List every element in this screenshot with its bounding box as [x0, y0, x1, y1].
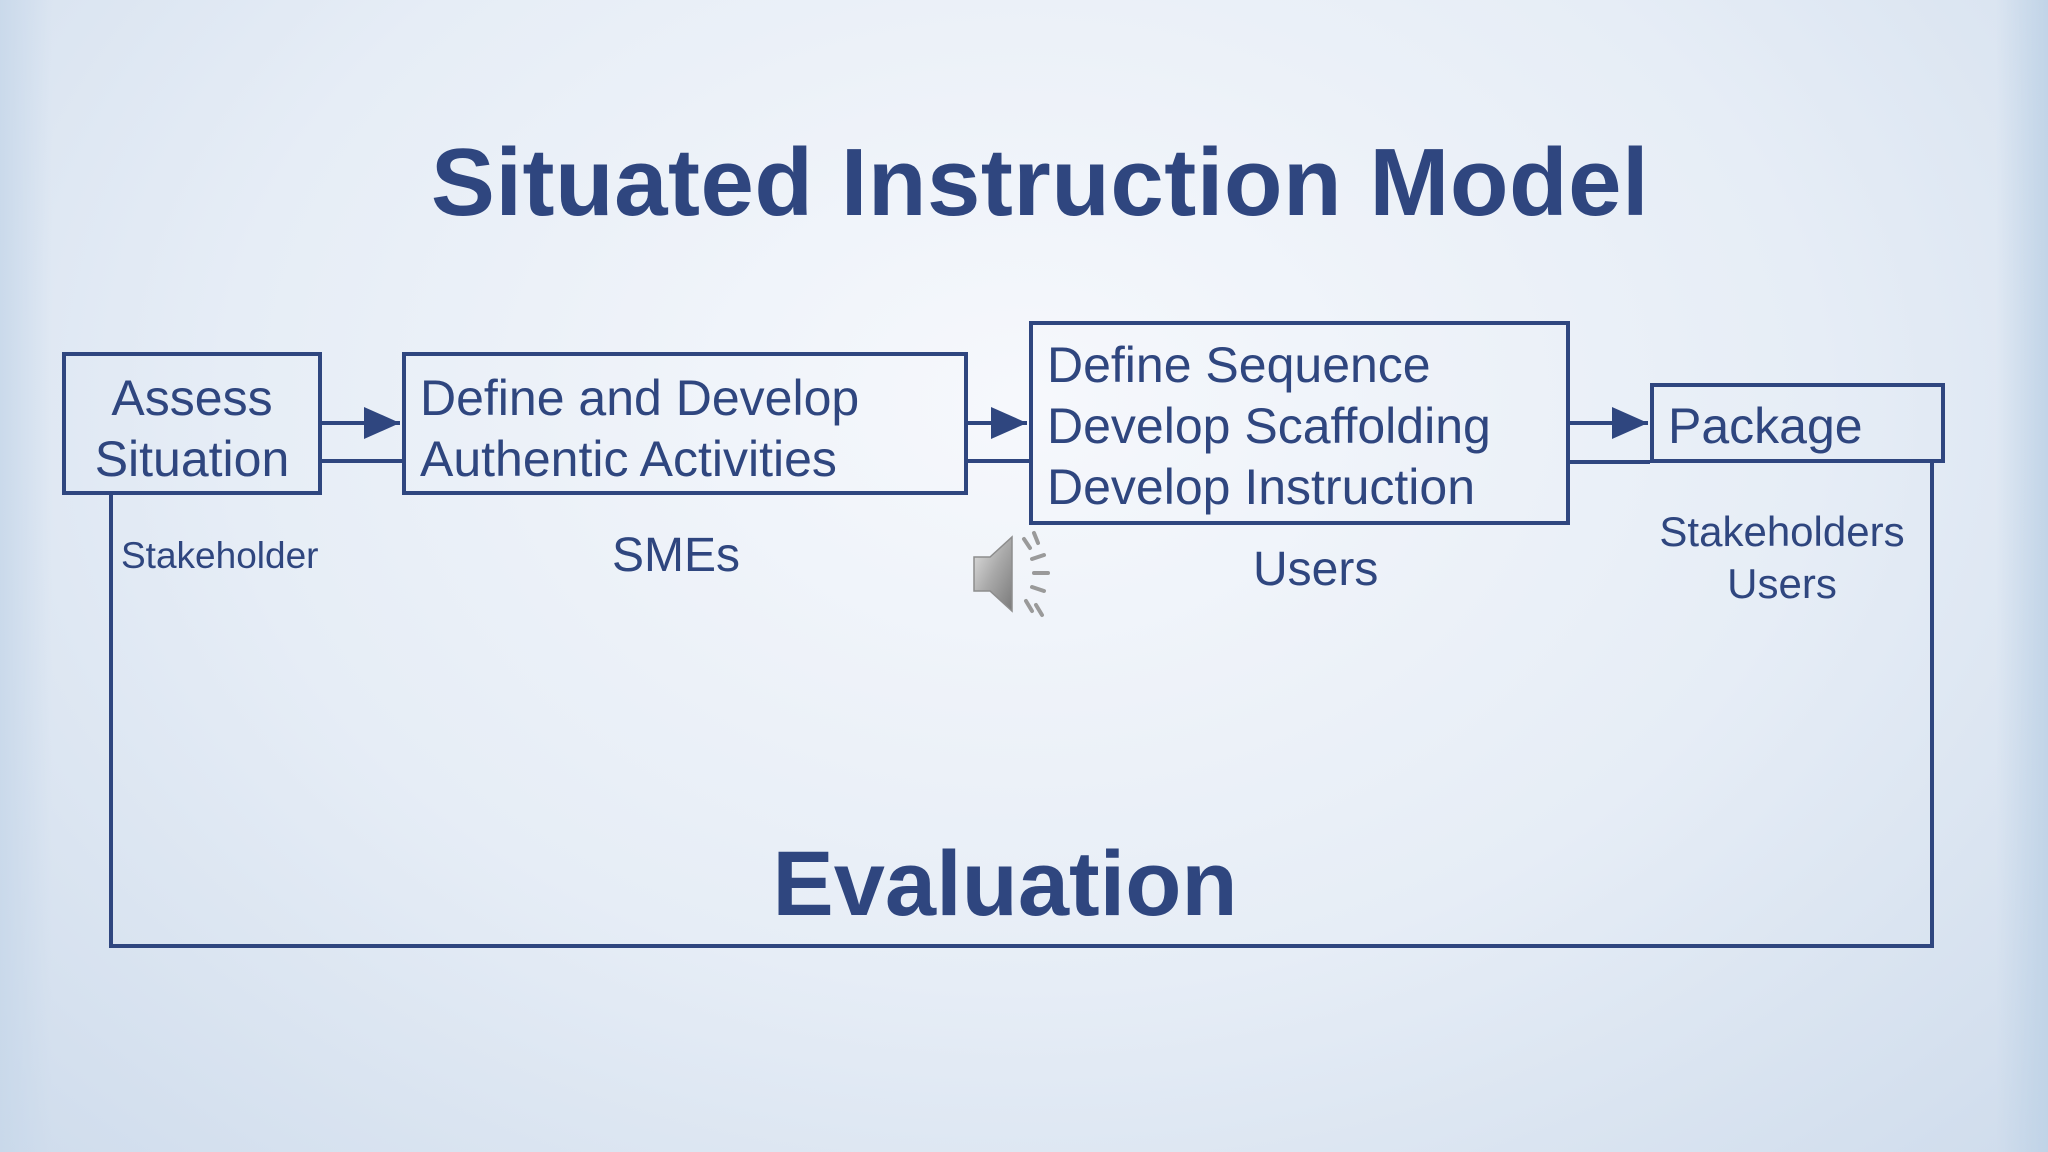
speaker-icon[interactable]: [970, 525, 1072, 625]
assess-situation-box: Assess Situation: [62, 352, 322, 495]
sequence-scaffolding-instruction-box: Define Sequence Develop Scaffolding Deve…: [1029, 321, 1570, 525]
sequence-line-2: Develop Scaffolding: [1047, 398, 1491, 454]
smes-label: SMEs: [612, 529, 741, 582]
define-develop-box: Define and Develop Authentic Activities: [402, 352, 968, 495]
package-box: Package: [1650, 383, 1945, 463]
assess-line-1: Assess: [111, 370, 273, 426]
stakeholder-label: Stakeholder: [121, 535, 319, 576]
slide-title: Situated Instruction Model: [430, 129, 1650, 236]
evaluation-label: Evaluation: [772, 833, 1238, 935]
sequence-line-3: Develop Instruction: [1047, 459, 1476, 515]
assess-line-2: Situation: [94, 431, 290, 487]
define-line-2: Authentic Activities: [420, 431, 837, 487]
stakeholders-users-label: Stakeholders Users: [1640, 506, 1924, 610]
users-label: Users: [1253, 543, 1379, 596]
define-line-1: Define and Develop: [420, 370, 860, 426]
users-label-line: Users: [1727, 560, 1837, 607]
sequence-line-1: Define Sequence: [1047, 337, 1431, 393]
package-line-1: Package: [1668, 398, 1863, 454]
stakeholders-label-line: Stakeholders: [1659, 508, 1905, 555]
